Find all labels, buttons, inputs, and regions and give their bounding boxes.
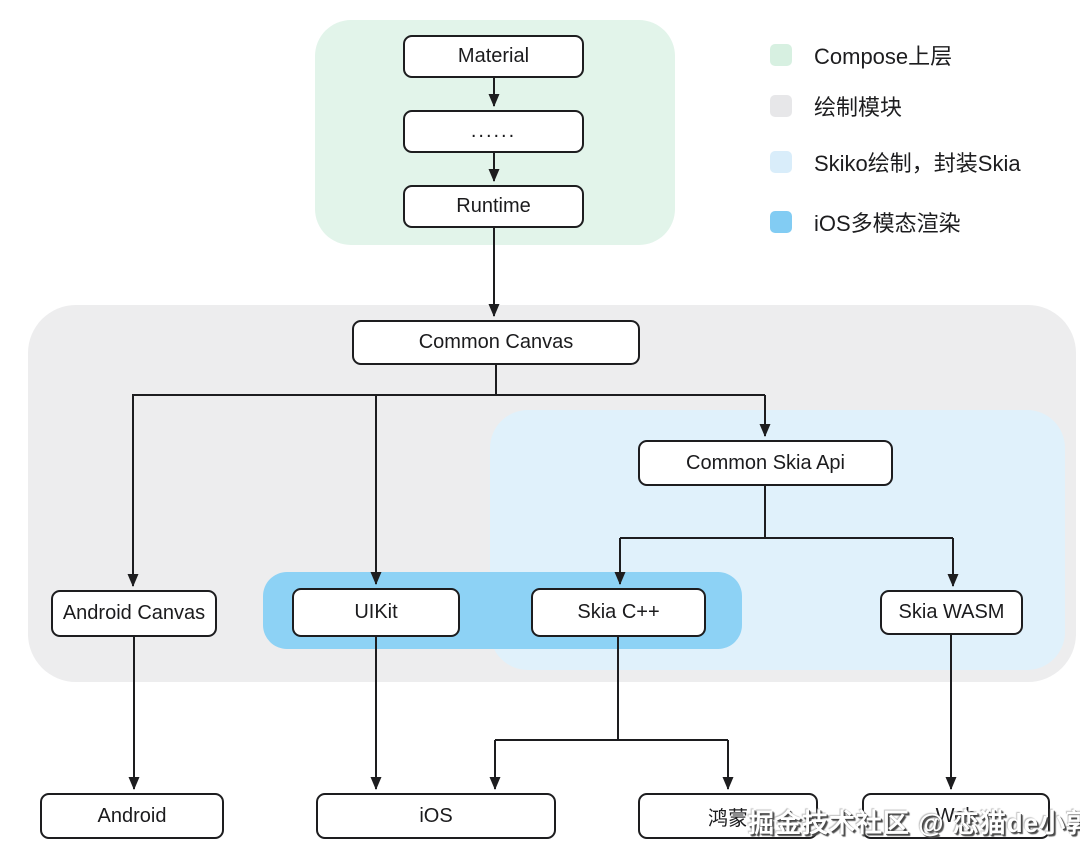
- compose-upper-swatch: [770, 44, 792, 66]
- node-web: Web: [862, 793, 1050, 839]
- legend-item-ios-multimodal: iOS多模态渲染: [770, 206, 961, 238]
- node-runtime: Runtime: [403, 185, 584, 228]
- ios-multimodal-swatch: [770, 211, 792, 233]
- node-ellipsis: ......: [403, 110, 584, 153]
- legend-item-drawing-module: 绘制模块: [770, 90, 902, 122]
- node-material: Material: [403, 35, 584, 78]
- legend-label: Skiko绘制，封装Skia: [814, 151, 1021, 176]
- node-android-canvas: Android Canvas: [51, 590, 217, 637]
- legend-label: Compose上层: [814, 44, 953, 69]
- node-ios: iOS: [316, 793, 556, 839]
- legend-label: 绘制模块: [814, 95, 903, 120]
- node-android: Android: [40, 793, 224, 839]
- node-skia-cpp: Skia C++: [531, 588, 706, 637]
- legend-label: iOS多模态渲染: [814, 211, 961, 236]
- watermark: 掘金技术社区 @ 恋猫de小郭: [748, 808, 1080, 838]
- node-common-canvas: Common Canvas: [352, 320, 640, 365]
- node-common-skia-api: Common Skia Api: [638, 440, 893, 486]
- node-skia-wasm: Skia WASM: [880, 590, 1023, 635]
- drawing-module-swatch: [770, 95, 792, 117]
- node-uikit: UIKit: [292, 588, 460, 637]
- node-harmony: 鸿蒙: [638, 793, 818, 839]
- legend-item-skiko: Skiko绘制，封装Skia: [770, 146, 1021, 178]
- skiko-swatch: [770, 151, 792, 173]
- legend-item-compose-upper: Compose上层: [770, 39, 952, 71]
